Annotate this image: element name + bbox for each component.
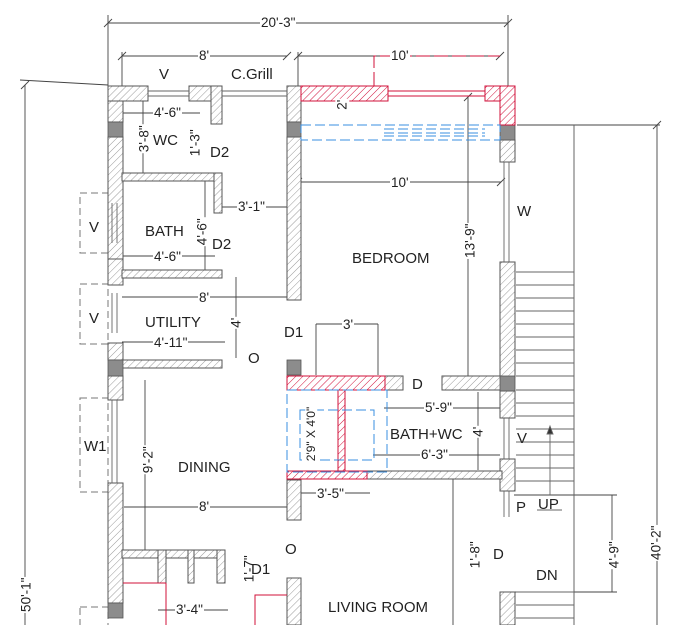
dim-d1-width: 3' [342, 317, 355, 332]
room-wc: WC [153, 132, 178, 149]
room-utility: UTILITY [145, 314, 201, 331]
dashed-blue-outline [286, 124, 501, 473]
tag-v-bath: V [89, 219, 100, 236]
dim-bedroom-width: 10' [390, 175, 410, 190]
dim-left-width: 8' [198, 48, 211, 63]
dim-utility-inner: 4'-11" [153, 335, 189, 350]
dim-left-total: 50'-1" [18, 576, 34, 613]
room-bath: BATH [145, 223, 184, 240]
dim-shaft-width: 3'-5" [316, 486, 345, 501]
tag-d-lower: D [493, 546, 504, 563]
tag-v-bathwc: V [517, 430, 528, 447]
dim-shaft-size: 2'9" X 4'0" [304, 405, 319, 463]
dim-utility-width: 8' [198, 290, 211, 305]
staircase [516, 125, 575, 625]
walls [107, 85, 516, 625]
room-bedroom: BEDROOM [352, 250, 430, 267]
dim-bath-width: 4'-6" [153, 249, 182, 264]
room-dining: DINING [178, 459, 231, 476]
dim-right-width: 10' [390, 48, 410, 63]
tag-p-stair: P [516, 499, 527, 516]
tag-v-top: V [159, 66, 170, 83]
dim-landing: 4'-9" [606, 540, 622, 570]
tag-o-living: O [285, 541, 297, 558]
dim-red-offset: 2' [334, 98, 350, 111]
tag-up-stair: UP [538, 496, 559, 513]
tag-d1-upper: D1 [284, 324, 304, 341]
dim-wc-width: 4'-6" [153, 105, 182, 120]
dim-bathwc-outer: 6'-3" [420, 447, 449, 462]
tag-d1-lower: D1 [251, 561, 271, 578]
tag-c-grill: C.Grill [231, 66, 273, 83]
tag-w-bedroom: W [517, 203, 532, 220]
tag-dn-stair: DN [536, 567, 558, 584]
dim-wc-door: 1'-3" [187, 128, 203, 158]
window-sills [111, 90, 510, 517]
tag-d2-wc: D2 [210, 144, 230, 161]
dim-dining-width: 8' [198, 499, 211, 514]
dim-utility-depth: 4' [228, 316, 244, 329]
dim-bath-depth: 4'-6" [194, 217, 210, 247]
dim-bedroom-depth: 13'-9" [462, 222, 478, 259]
tag-d-bathwc: D [412, 376, 423, 393]
tag-o-utility: O [248, 350, 260, 367]
dim-d-door: 1'-8" [467, 540, 483, 570]
room-bath-wc: BATH+WC [390, 426, 463, 443]
dim-bath-gap: 3'-1" [237, 199, 266, 214]
room-living-room: LIVING ROOM [328, 599, 429, 616]
tag-d2-bath: D2 [212, 236, 232, 253]
window-outlines [79, 192, 109, 625]
dim-lower-bay: 3'-4" [175, 602, 204, 617]
dim-dining-depth: 9'-2" [140, 445, 156, 475]
dim-overall-width: 20'-3" [260, 15, 297, 30]
dim-bathwc-depth: 4' [470, 425, 486, 438]
columns [107, 121, 516, 619]
tag-w1-dining: W1 [84, 438, 107, 455]
tag-v-utility: V [89, 310, 100, 327]
dim-bathwc-width: 5'-9" [424, 400, 453, 415]
new-work-red [123, 55, 516, 625]
dim-right-total: 40'-2" [648, 524, 664, 561]
dim-wc-depth: 3'-8" [136, 124, 152, 154]
